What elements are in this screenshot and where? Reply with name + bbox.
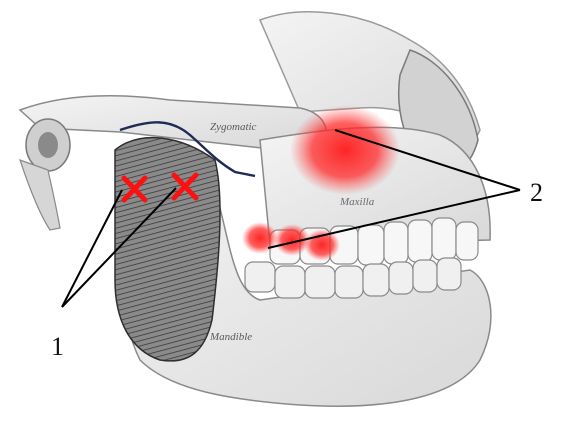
label-mandible: Mandible (209, 331, 252, 343)
label-zygomatic: Zygomatic (210, 121, 257, 133)
pain-zone-cheek (290, 105, 400, 195)
label-maxilla: Maxilla (339, 196, 375, 208)
callout-1: 1 (51, 334, 64, 360)
callout-2: 2 (530, 180, 543, 206)
masseter-muscle (115, 138, 220, 361)
